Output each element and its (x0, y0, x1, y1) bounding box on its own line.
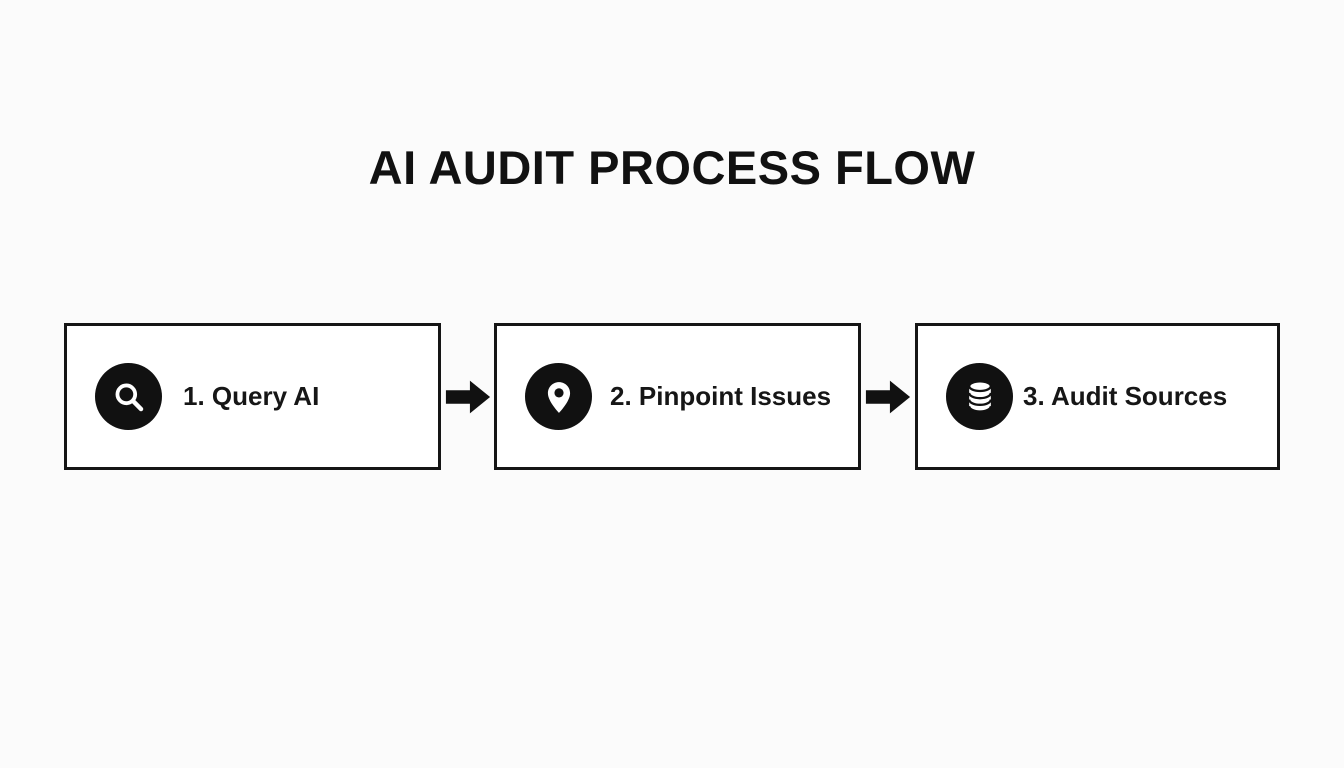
page-title: AI AUDIT PROCESS FLOW (368, 141, 976, 194)
flow-connector (861, 323, 915, 470)
step-label: 1. Query AI (183, 381, 320, 411)
search-icon (95, 363, 162, 430)
flow-connector (441, 323, 494, 470)
process-flow: 1. Query AI 2. Pinpoint Issues (64, 323, 1280, 470)
step-box-audit-sources: 3. Audit Sources (915, 323, 1280, 470)
arrow-right-icon (445, 380, 490, 413)
step-box-query-ai: 1. Query AI (64, 323, 441, 470)
step-label: 3. Audit Sources (1023, 381, 1228, 411)
database-icon (946, 363, 1013, 430)
location-pin-icon (525, 363, 592, 430)
step-label: 2. Pinpoint Issues (610, 381, 832, 411)
arrow-right-icon (865, 380, 911, 413)
step-box-pinpoint-issues: 2. Pinpoint Issues (494, 323, 861, 470)
